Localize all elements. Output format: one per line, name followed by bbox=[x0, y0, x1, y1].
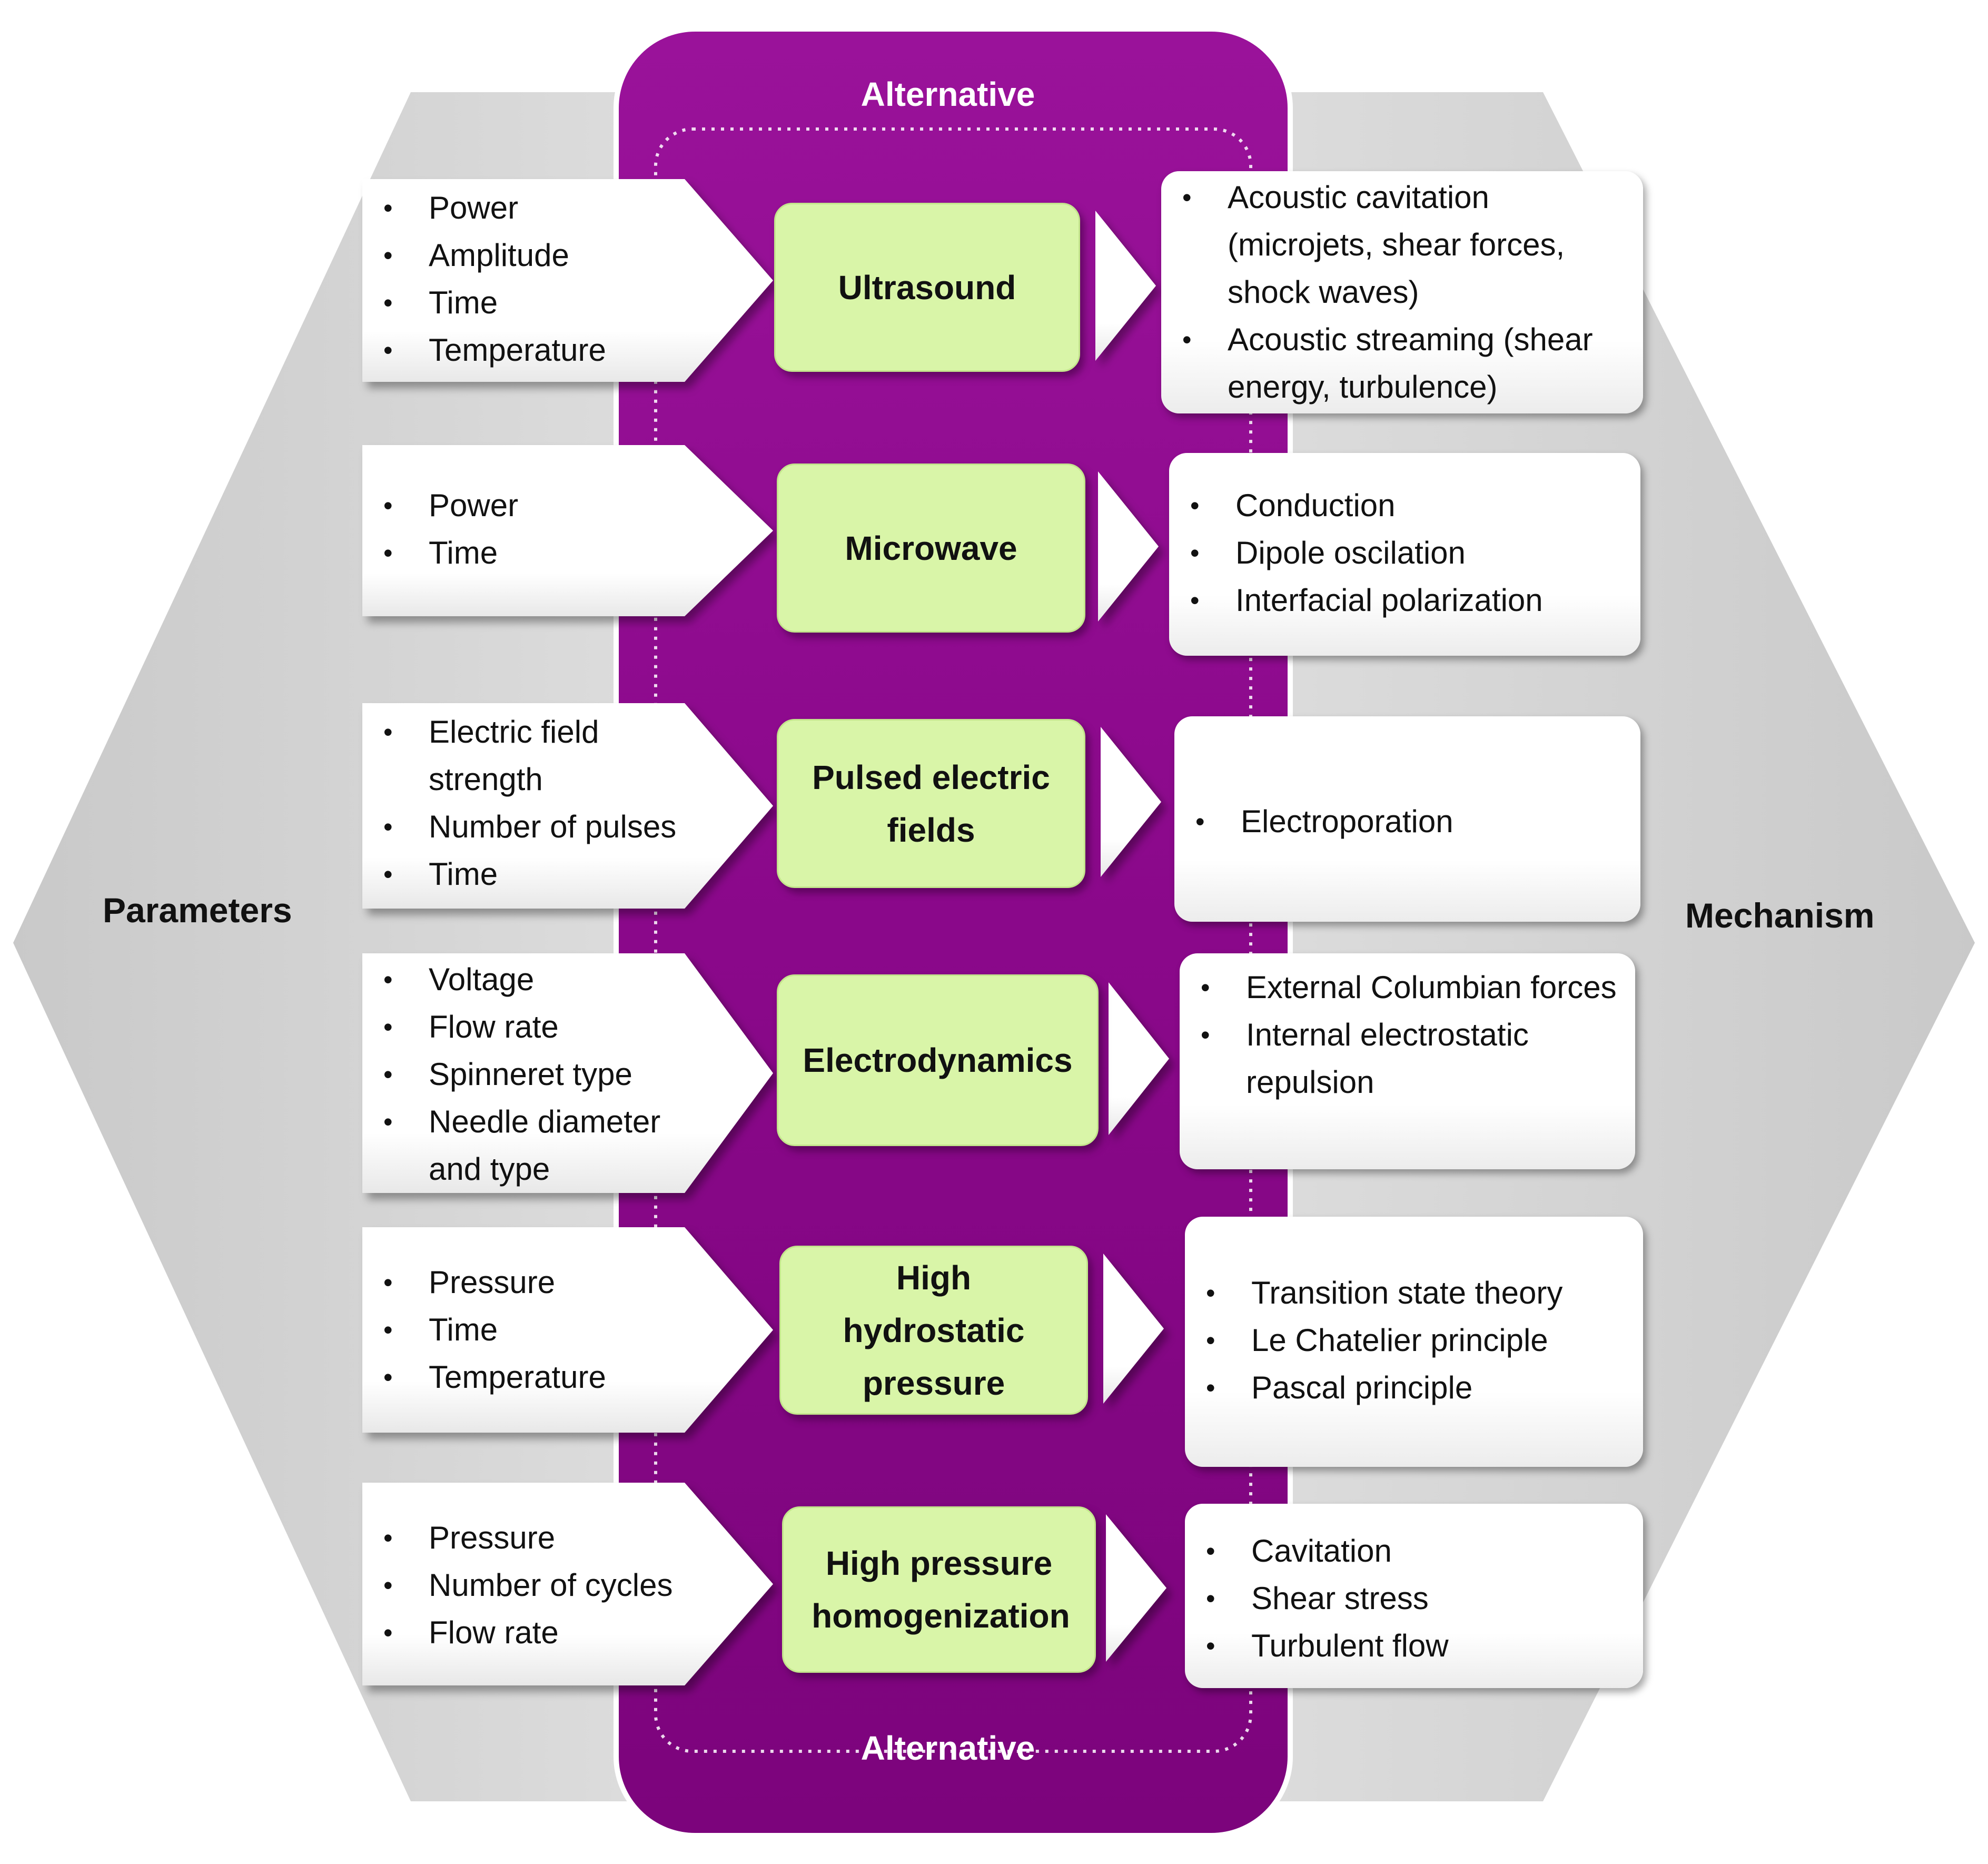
method-box-row-6: High pressure homogenization bbox=[782, 1506, 1096, 1673]
parameter-item: Time bbox=[383, 1306, 699, 1354]
parameters-label: Parameters bbox=[103, 891, 292, 930]
mechanism-box-row-4: External Columbian forcesInternal electr… bbox=[1180, 953, 1635, 1169]
mechanism-item: Shear stress bbox=[1206, 1575, 1633, 1622]
alternative-title-top: Alternative bbox=[861, 75, 1035, 113]
mechanism-item: Interfacial polarization bbox=[1190, 577, 1630, 624]
method-name: Ultrasound bbox=[838, 268, 1016, 307]
mechanism-item: Acoustic cavitation (microjets, shear fo… bbox=[1182, 174, 1633, 316]
mechanism-box-row-5: Transition state theoryLe Chatelier prin… bbox=[1185, 1217, 1643, 1467]
parameter-item: Pressure bbox=[383, 1514, 699, 1562]
mechanism-label: Mechanism bbox=[1685, 896, 1875, 935]
mechanism-item: Internal electrostatic repulsion bbox=[1201, 1011, 1625, 1106]
mechanism-item: External Columbian forces bbox=[1201, 964, 1625, 1011]
parameter-item: Temperature bbox=[383, 1354, 699, 1401]
parameter-item: Number of pulses bbox=[383, 803, 699, 851]
parameter-item: Pressure bbox=[383, 1259, 699, 1306]
mechanism-item: Transition state theory bbox=[1206, 1269, 1633, 1317]
connector-arrow-row-3 bbox=[1101, 727, 1161, 877]
method-name: Microwave bbox=[845, 529, 1017, 567]
connector-arrow-row-2 bbox=[1098, 471, 1159, 622]
parameter-item: Amplitude bbox=[383, 232, 699, 279]
parameter-item: Power bbox=[383, 482, 699, 529]
parameter-item: Time bbox=[383, 851, 699, 898]
mechanism-item: Dipole oscilation bbox=[1190, 529, 1630, 577]
parameter-item: Voltage bbox=[383, 956, 699, 1003]
mechanism-item: Cavitation bbox=[1206, 1527, 1633, 1575]
method-box-row-1: Ultrasound bbox=[774, 203, 1080, 372]
parameter-item: Time bbox=[383, 529, 699, 577]
mechanism-item: Conduction bbox=[1190, 482, 1630, 529]
parameter-item: Flow rate bbox=[383, 1003, 699, 1051]
alternative-title-bottom: Alternative bbox=[861, 1729, 1035, 1767]
method-name: High hydrostatic pressure bbox=[843, 1258, 1025, 1402]
mechanism-box-row-6: CavitationShear stressTurbulent flow bbox=[1185, 1504, 1643, 1688]
parameter-item: Flow rate bbox=[383, 1609, 699, 1656]
connector-arrow-row-1 bbox=[1095, 211, 1156, 361]
mechanism-item: Acoustic streaming (shear energy, turbul… bbox=[1182, 316, 1633, 411]
alternative-panel-dotted-border bbox=[654, 127, 1252, 1753]
parameter-item: Electric field strength bbox=[383, 708, 699, 803]
mechanism-item: Turbulent flow bbox=[1206, 1622, 1633, 1670]
parameter-item: Temperature bbox=[383, 327, 699, 374]
method-name: Pulsed electric fields bbox=[812, 758, 1050, 849]
connector-arrow-row-6 bbox=[1106, 1514, 1166, 1662]
method-box-row-3: Pulsed electric fields bbox=[777, 719, 1085, 888]
parameter-item: Needle diameter and type bbox=[383, 1098, 699, 1193]
method-name: High pressure homogenization bbox=[812, 1544, 1070, 1635]
method-box-row-2: Microwave bbox=[777, 463, 1085, 633]
connector-arrow-row-5 bbox=[1103, 1254, 1164, 1404]
connector-arrow-row-4 bbox=[1109, 982, 1169, 1135]
mechanism-item: Electroporation bbox=[1195, 798, 1630, 845]
parameter-item: Spinneret type bbox=[383, 1051, 699, 1098]
parameter-item: Time bbox=[383, 279, 699, 327]
method-box-row-5: High hydrostatic pressure bbox=[779, 1246, 1088, 1415]
method-name: Electrodynamics bbox=[803, 1041, 1073, 1079]
parameter-item: Power bbox=[383, 184, 699, 232]
mechanism-box-row-1: Acoustic cavitation (microjets, shear fo… bbox=[1161, 171, 1643, 413]
method-box-row-4: Electrodynamics bbox=[777, 974, 1099, 1146]
mechanism-box-row-2: ConductionDipole oscilationInterfacial p… bbox=[1169, 453, 1640, 656]
mechanism-item: Le Chatelier principle bbox=[1206, 1317, 1633, 1364]
mechanism-item: Pascal principle bbox=[1206, 1364, 1633, 1412]
parameter-item: Number of cycles bbox=[383, 1562, 699, 1609]
mechanism-box-row-3: Electroporation bbox=[1174, 716, 1640, 922]
